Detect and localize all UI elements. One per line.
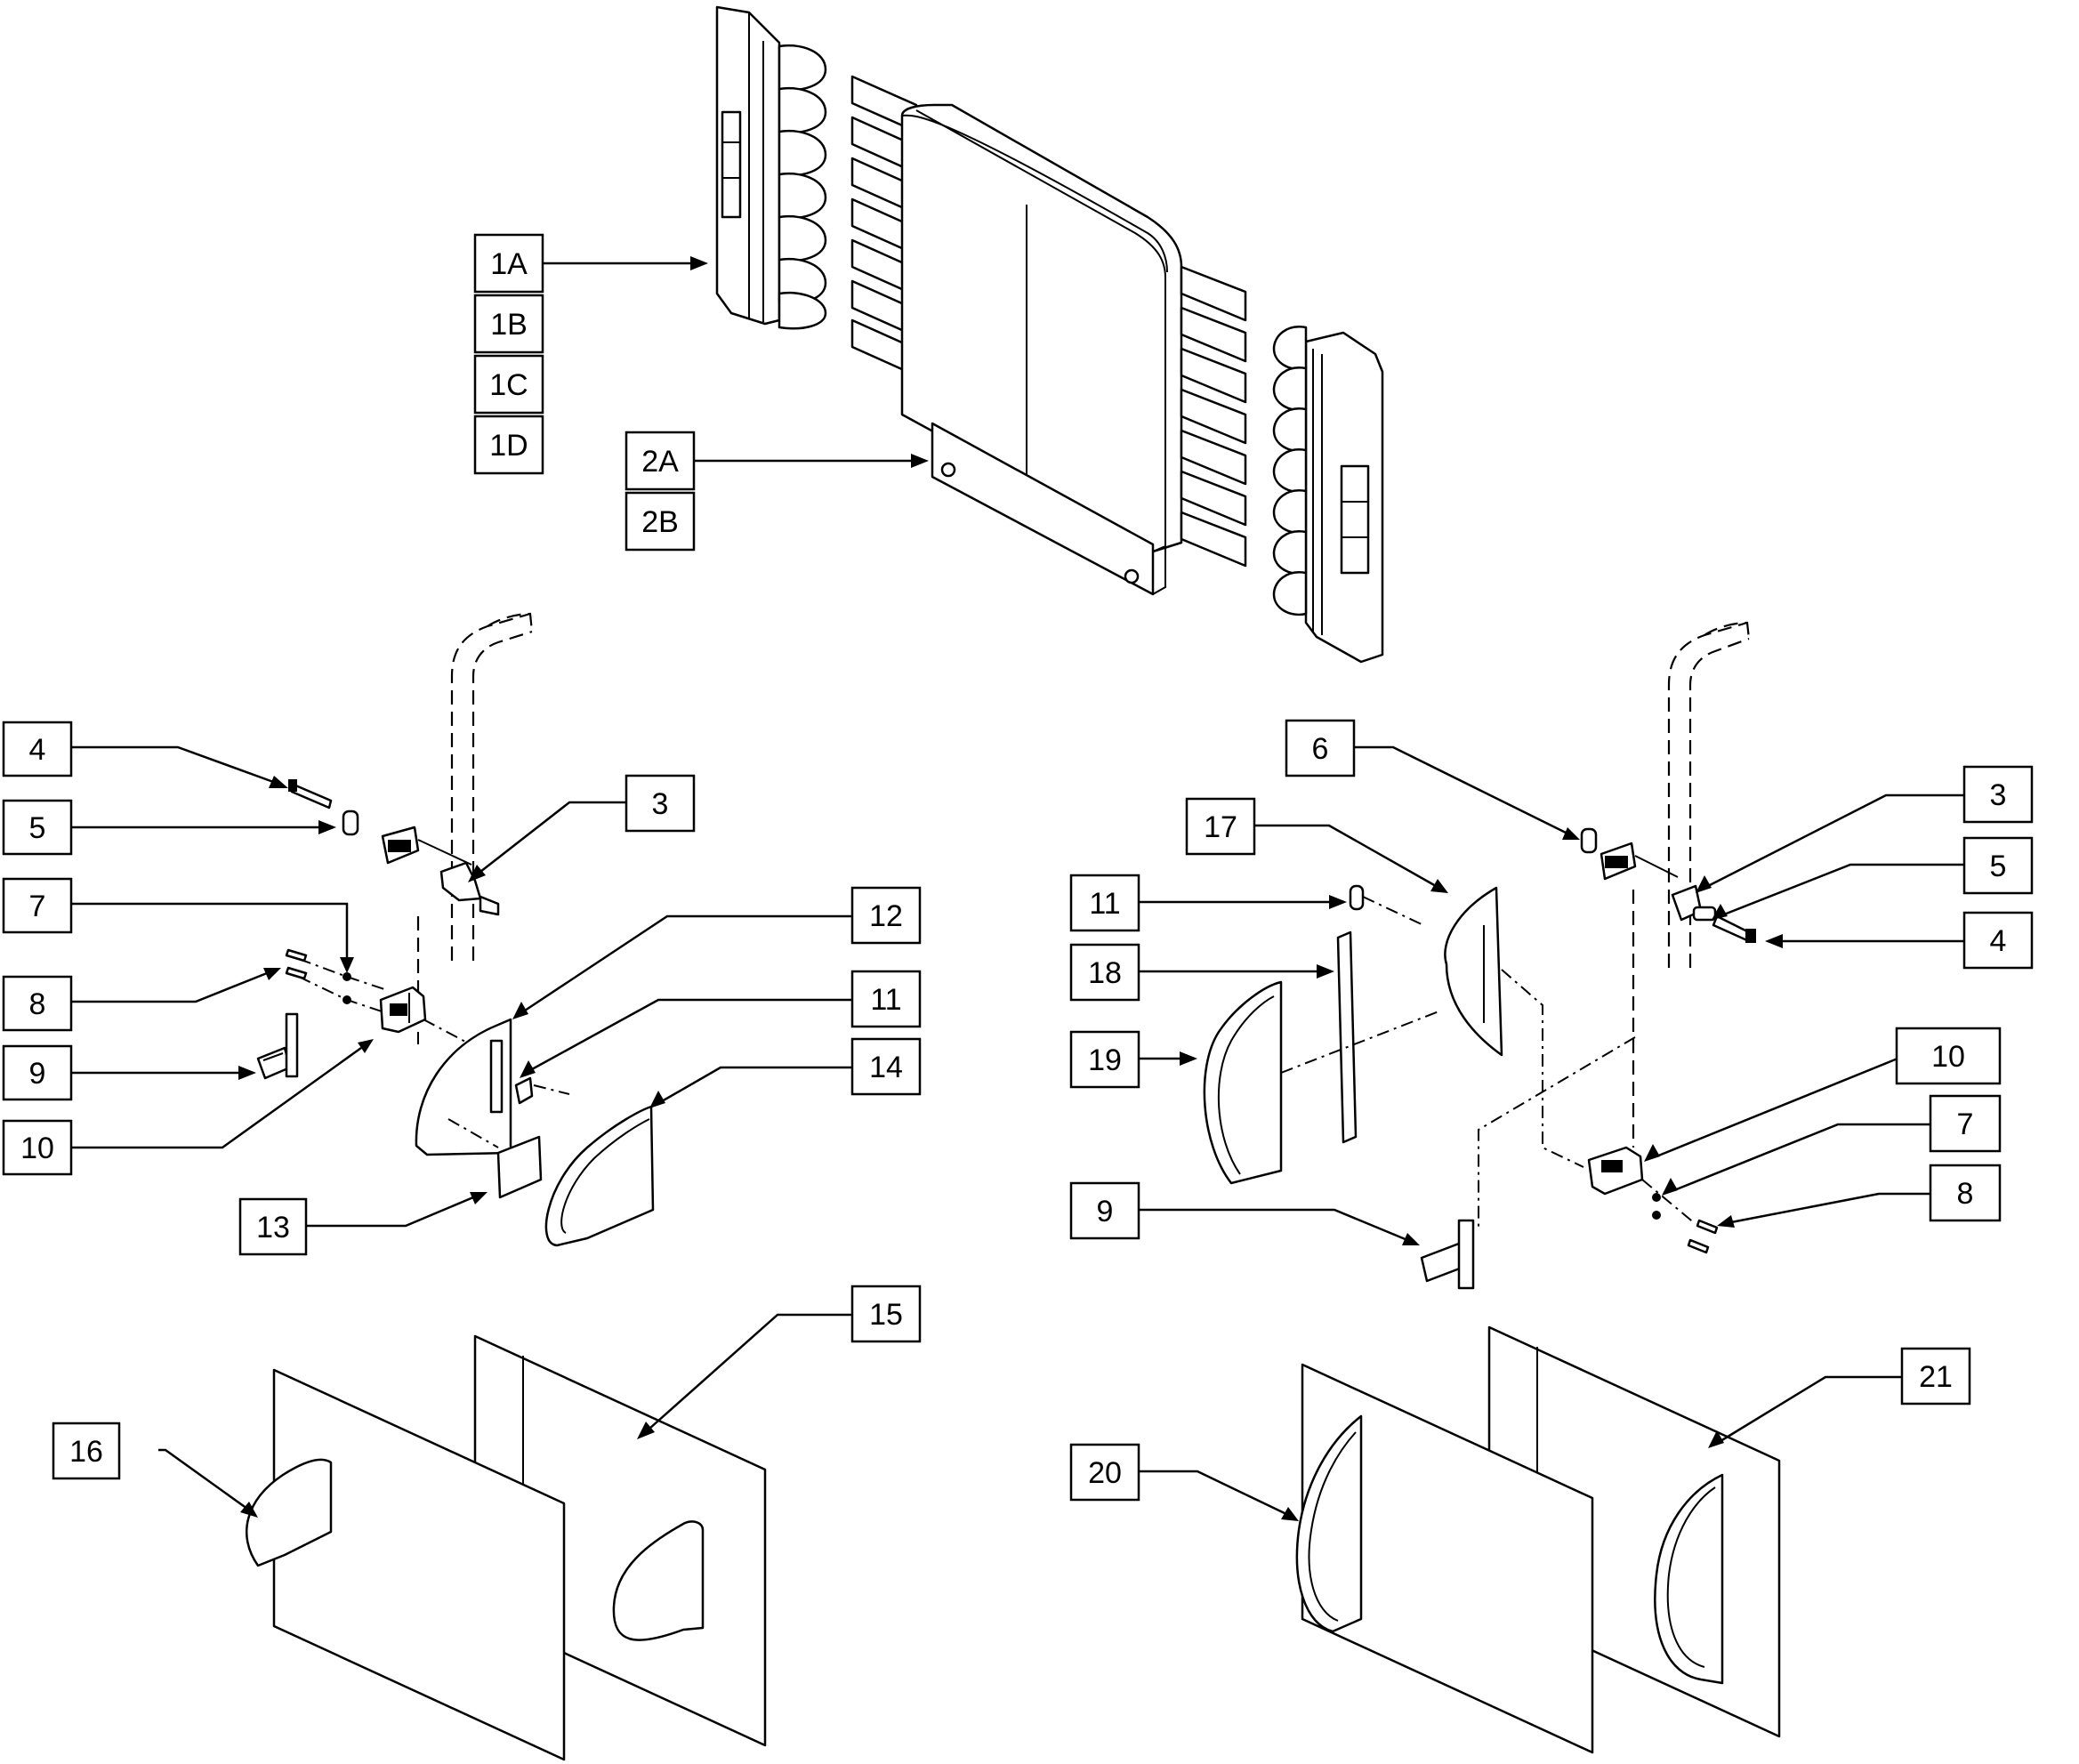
guard <box>1203 980 1283 1185</box>
right-strap-bracket <box>1272 326 1384 664</box>
hinge-plate <box>1420 1219 1475 1290</box>
callout-right-18: 18 <box>1069 943 1140 1002</box>
svg-text:8: 8 <box>1957 1177 1974 1211</box>
callout-left-5: 5 <box>2 799 73 856</box>
left-strap-bracket <box>715 5 827 330</box>
callout-left-12: 12 <box>850 886 922 945</box>
callout-1D: 1D <box>473 415 544 475</box>
svg-text:9: 9 <box>1097 1195 1114 1228</box>
side-pad <box>544 1105 655 1247</box>
svg-text:3: 3 <box>1990 778 2007 812</box>
hinge-plate <box>256 1012 299 1080</box>
screw <box>1349 884 1365 911</box>
svg-text:16: 16 <box>69 1435 103 1469</box>
clamp <box>1600 842 1679 881</box>
callout-right-7: 7 <box>1929 1094 2002 1153</box>
callout-right-20: 20 <box>1069 1443 1140 1502</box>
svg-text:18: 18 <box>1088 956 1122 990</box>
bolt <box>288 779 333 810</box>
callout-2A: 2A <box>625 431 696 491</box>
side-guard <box>415 1018 534 1156</box>
svg-text:21: 21 <box>1919 1360 1953 1394</box>
velcro-pad <box>496 1135 543 1199</box>
hinge-bracket <box>1587 1146 1644 1196</box>
spacer <box>342 810 359 836</box>
callout-right-8: 8 <box>1929 1164 2002 1222</box>
seat-back-panel <box>900 103 1183 596</box>
callout-left-13: 13 <box>238 1197 308 1256</box>
svg-text:12: 12 <box>869 899 903 933</box>
callout-1A: 1A <box>473 233 544 294</box>
screws <box>285 948 308 980</box>
callout-right-3: 3 <box>1962 765 2034 824</box>
callout-left-15: 15 <box>850 1285 922 1343</box>
svg-text:17: 17 <box>1204 810 1237 844</box>
svg-text:10: 10 <box>1931 1040 1965 1074</box>
svg-text:20: 20 <box>1088 1456 1122 1490</box>
callout-2B: 2B <box>625 491 696 552</box>
strip <box>1336 930 1358 1144</box>
svg-text:4: 4 <box>29 733 46 767</box>
callout-left-11: 11 <box>850 970 922 1028</box>
callout-right-6: 6 <box>1285 719 1356 777</box>
svg-text:11: 11 <box>870 983 901 1017</box>
svg-text:5: 5 <box>1990 850 2007 883</box>
svg-text:13: 13 <box>256 1211 290 1244</box>
callout-right-17: 17 <box>1185 797 1256 856</box>
clamp <box>381 826 472 866</box>
svg-text:2B: 2B <box>641 505 679 539</box>
tube-bracket <box>1671 884 1756 943</box>
right-cushion-set <box>1295 1325 1781 1754</box>
svg-text:3: 3 <box>652 787 669 821</box>
callout-right-11: 11 <box>1069 874 1140 932</box>
svg-text:1B: 1B <box>490 308 528 342</box>
spacer <box>1580 827 1598 854</box>
svg-text:7: 7 <box>29 890 46 923</box>
callout-left-8: 8 <box>2 975 73 1032</box>
tube-bracket <box>439 861 500 916</box>
callout-left-10: 10 <box>2 1119 73 1176</box>
callout-1B: 1B <box>473 294 544 354</box>
svg-text:1C: 1C <box>489 368 528 402</box>
callout-1C: 1C <box>473 354 544 415</box>
svg-text:4: 4 <box>1990 924 2007 958</box>
right-straps <box>1180 265 1247 568</box>
svg-text:6: 6 <box>1312 732 1329 766</box>
shield-plate <box>1444 886 1503 1057</box>
left-hardware-assembly <box>256 612 655 1247</box>
callout-right-4: 4 <box>1962 911 2034 970</box>
svg-text:19: 19 <box>1088 1043 1122 1077</box>
callout-left-7: 7 <box>2 877 73 934</box>
hinge-bracket <box>379 986 427 1034</box>
svg-text:1A: 1A <box>490 247 528 281</box>
svg-text:1D: 1D <box>489 429 528 463</box>
svg-text:14: 14 <box>869 1051 903 1084</box>
callout-right-5: 5 <box>1962 836 2034 895</box>
svg-text:15: 15 <box>869 1298 903 1332</box>
callout-left-16: 16 <box>52 1422 121 1480</box>
callout-left-9: 9 <box>2 1044 73 1101</box>
svg-text:10: 10 <box>20 1132 54 1165</box>
callout-left-3: 3 <box>625 774 696 833</box>
svg-text:9: 9 <box>29 1057 46 1091</box>
callout-right-9: 9 <box>1069 1181 1140 1240</box>
seat-back-assembly <box>715 5 1384 664</box>
callout-left-14: 14 <box>850 1037 922 1096</box>
svg-text:5: 5 <box>29 811 46 845</box>
left-cushion-set <box>246 1334 767 1761</box>
svg-text:7: 7 <box>1957 1108 1974 1141</box>
right-hardware-assembly <box>1203 621 1756 1290</box>
svg-text:8: 8 <box>29 987 46 1021</box>
callout-left-4: 4 <box>2 721 73 777</box>
callout-right-19: 19 <box>1069 1030 1140 1089</box>
callout-right-10: 10 <box>1895 1027 2002 1085</box>
svg-text:2A: 2A <box>641 445 679 479</box>
callout-right-21: 21 <box>1900 1347 1971 1406</box>
svg-text:11: 11 <box>1089 887 1120 921</box>
